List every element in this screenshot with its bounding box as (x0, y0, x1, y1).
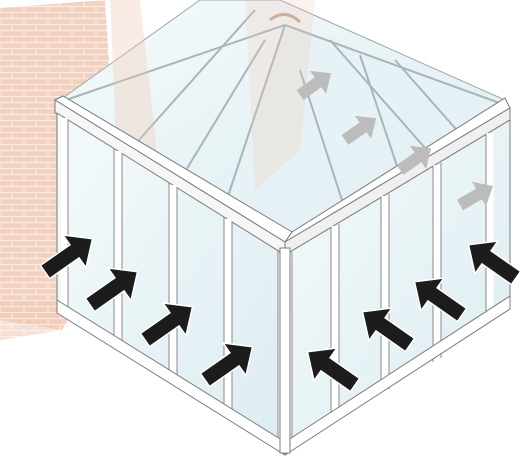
corner-post (280, 248, 290, 453)
